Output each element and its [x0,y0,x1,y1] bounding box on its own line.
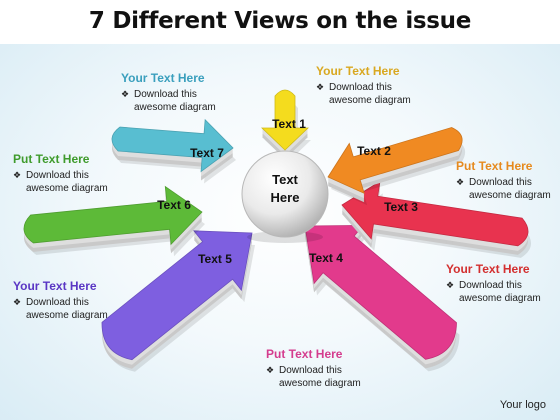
slide-title: 7 Different Views on the issue [88,8,472,34]
arrow-7: Text 7 [111,118,236,184]
callout-line1: Download this [26,170,89,181]
center-label-line1: Text [272,172,298,187]
callout-line2: awesome diagram [26,183,108,194]
arrow-3: Text 3 [341,180,532,258]
arrow-label-5: Text 5 [198,252,232,266]
callout-line1: Download this [459,280,522,291]
bullet-icon: ❖ [13,297,22,307]
callout-heading: Your Text Here [316,64,400,78]
arrow-face [304,224,457,360]
callout-line1: Download this [469,177,532,188]
center-label-line2: Here [271,190,300,205]
bullet-icon: ❖ [456,177,465,187]
arrow-1: Text 1 [261,89,311,162]
bullet-icon: ❖ [121,89,130,99]
callout-text2: Put Text Here ❖ Download this awesome dia… [456,159,551,202]
callout-line2: awesome diagram [469,190,551,201]
bullet-icon: ❖ [316,82,325,92]
callout-line1: Download this [134,89,197,100]
callout-line1: Download this [279,365,342,376]
arrow-4: Text 4 [304,224,460,372]
callout-line2: awesome diagram [26,310,108,321]
callout-line2: awesome diagram [329,95,411,106]
arrow-5: Text 5 [101,230,256,372]
callout-heading: Your Text Here [13,279,97,293]
arrow-face [23,185,203,246]
callout-line2: awesome diagram [459,293,541,304]
arrow-label-1: Text 1 [272,117,306,131]
arrow-label-4: Text 4 [309,251,343,265]
bullet-icon: ❖ [13,170,22,180]
arrow-face [341,180,529,247]
arrow-label-3: Text 3 [384,200,418,214]
arrow-6: Text 6 [23,185,205,257]
callout-text3: Your Text Here ❖ Download this awesome di… [446,262,541,305]
arrow-face [111,118,234,173]
center-sphere: Text Here [241,150,329,243]
callout-text1: Your Text Here ❖ Download this awesome di… [316,64,411,107]
arrow-label-2: Text 2 [357,144,391,158]
callout-heading: Put Text Here [13,152,90,166]
callout-line2: awesome diagram [279,378,361,389]
arrow-face [261,89,309,151]
callout-heading: Your Text Here [446,262,530,276]
callout-line1: Download this [329,82,392,93]
arrow-label-6: Text 6 [157,198,191,212]
arrow-label-7: Text 7 [190,146,224,160]
callout-text4: Put Text Here ❖ Download this awesome dia… [266,347,361,390]
footer-logo-text: Your logo [499,399,546,411]
arrow-2: Text 2 [327,127,466,206]
arrow-face [101,230,253,361]
callout-text6: Put Text Here ❖ Download this awesome dia… [13,152,108,195]
arrow-face [327,127,463,195]
bullet-icon: ❖ [446,280,455,290]
callout-heading: Your Text Here [121,71,205,85]
callout-heading: Put Text Here [266,347,343,361]
callout-text7: Your Text Here ❖ Download this awesome di… [121,71,216,114]
callout-heading: Put Text Here [456,159,533,173]
callout-line2: awesome diagram [134,102,216,113]
callout-line1: Download this [26,297,89,308]
callout-text5: Your Text Here ❖ Download this awesome di… [13,279,108,322]
bullet-icon: ❖ [266,365,275,375]
